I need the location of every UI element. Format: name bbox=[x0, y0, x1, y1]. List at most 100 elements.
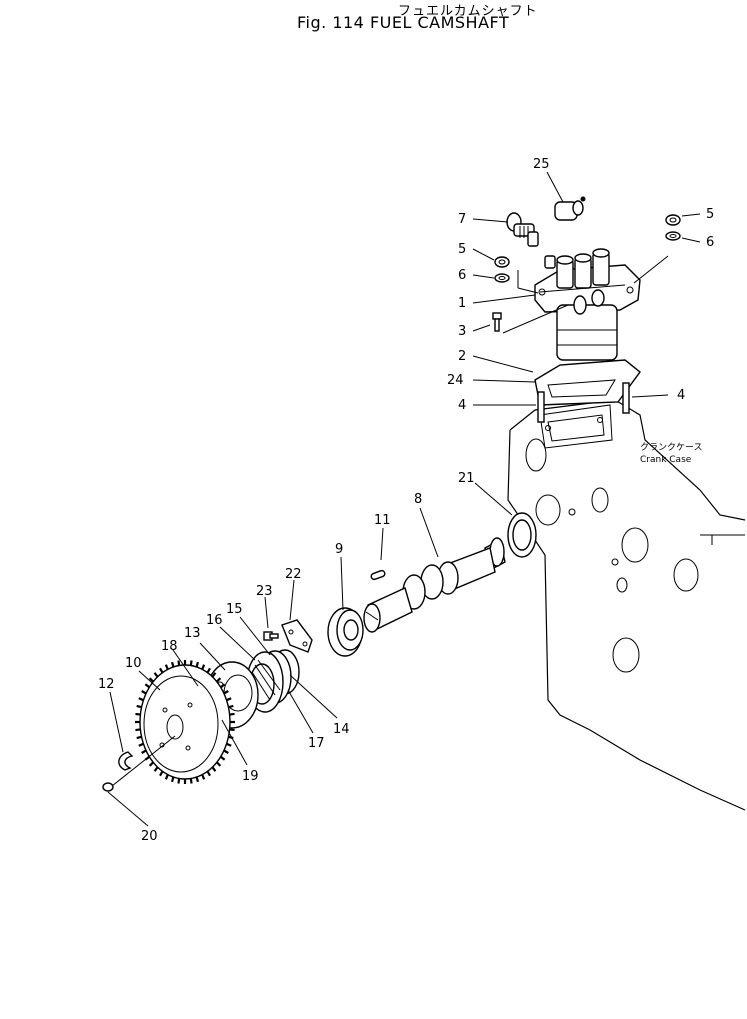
callout-1: 1 bbox=[458, 296, 466, 311]
gear-tooth bbox=[159, 770, 164, 777]
gear-tooth bbox=[195, 776, 200, 783]
leader-lines-upper bbox=[472, 171, 701, 406]
callout-13: 13 bbox=[184, 626, 201, 641]
gear-tooth bbox=[138, 697, 144, 702]
callout-18: 18 bbox=[161, 639, 178, 654]
gear-tooth bbox=[201, 774, 206, 780]
gear-tooth bbox=[216, 761, 222, 767]
gear-tooth bbox=[206, 667, 211, 674]
fitting-25 bbox=[554, 196, 586, 221]
fitting-7 bbox=[506, 212, 539, 247]
callout-20: 20 bbox=[141, 829, 158, 844]
gear-10 bbox=[139, 664, 231, 780]
callout-25: 25 bbox=[533, 157, 550, 172]
callout-24: 24 bbox=[447, 373, 464, 388]
gear-tooth bbox=[148, 677, 154, 683]
spring-coupling bbox=[246, 649, 300, 713]
callout-15: 15 bbox=[226, 602, 243, 617]
plate-22 bbox=[281, 619, 313, 653]
nut-left bbox=[494, 256, 510, 268]
callout-2: 2 bbox=[458, 349, 466, 364]
callout-numbers: 25 7 5 6 1 3 2 24 4 5 6 4 21 8 11 9 22 2… bbox=[98, 157, 714, 844]
gear-tooth bbox=[138, 742, 144, 747]
crank-case-label-jp: クランクケース bbox=[640, 442, 703, 453]
gear-tooth bbox=[220, 683, 226, 689]
callout-9: 9 bbox=[335, 542, 343, 557]
callout-4-right: 4 bbox=[677, 388, 685, 403]
callout-3: 3 bbox=[458, 324, 466, 339]
gear-tooth bbox=[226, 697, 232, 702]
gear-tooth bbox=[220, 755, 226, 761]
gear-tooth bbox=[135, 728, 141, 732]
gear-tooth bbox=[177, 660, 181, 666]
gear-tooth bbox=[226, 742, 232, 747]
washer-left bbox=[494, 273, 510, 283]
gear-tooth bbox=[201, 664, 206, 670]
gear-tooth bbox=[153, 672, 159, 678]
gear-tooth bbox=[136, 704, 142, 709]
callout-16: 16 bbox=[206, 613, 223, 628]
gear-tooth bbox=[136, 735, 142, 740]
gear-tooth bbox=[211, 766, 217, 772]
gear-tooth bbox=[228, 704, 234, 709]
figure-title: Fig. 114 FUEL CAMSHAFT bbox=[297, 13, 510, 32]
stud-bolt-right bbox=[622, 382, 630, 414]
gear-tooth bbox=[211, 672, 217, 678]
gear-tooth bbox=[144, 683, 150, 689]
gear-tooth bbox=[189, 778, 193, 784]
gear-tooth bbox=[153, 766, 159, 772]
gear-tooth bbox=[189, 660, 193, 666]
gear-tooth bbox=[216, 677, 222, 683]
gear-tooth bbox=[141, 749, 147, 754]
key-11 bbox=[370, 569, 386, 581]
washer-right bbox=[665, 231, 681, 241]
circlip-12 bbox=[118, 751, 134, 771]
gear-tooth bbox=[135, 712, 141, 716]
callout-14: 14 bbox=[333, 722, 350, 737]
gear-tooth bbox=[170, 776, 175, 783]
callout-5-right: 5 bbox=[706, 207, 714, 222]
callout-17: 17 bbox=[308, 736, 325, 751]
callout-22: 22 bbox=[285, 567, 302, 582]
callout-5-left: 5 bbox=[458, 242, 466, 257]
leader-lines-lower bbox=[107, 482, 513, 827]
stud-bolt-left bbox=[537, 391, 545, 423]
nut-right bbox=[665, 214, 681, 226]
gear-tooth bbox=[195, 661, 200, 668]
callout-10: 10 bbox=[125, 656, 142, 671]
callout-12: 12 bbox=[98, 677, 115, 692]
gear-tooth bbox=[159, 667, 164, 674]
bearing-21 bbox=[507, 512, 537, 558]
callout-23: 23 bbox=[256, 584, 273, 599]
gear-tooth bbox=[206, 770, 211, 777]
crank-case-label-en: Crank Case bbox=[640, 455, 692, 465]
gear-tooth bbox=[223, 690, 229, 695]
gear-tooth bbox=[229, 712, 235, 716]
callout-21: 21 bbox=[458, 471, 475, 486]
gear-tooth bbox=[228, 735, 234, 740]
callout-4-left: 4 bbox=[458, 398, 466, 413]
figure-title-japanese: フュエルカムシャフト bbox=[398, 4, 538, 19]
gear-tooth bbox=[148, 761, 154, 767]
gear-tooth bbox=[223, 749, 229, 754]
callout-6-right: 6 bbox=[706, 235, 714, 250]
callout-6-left: 6 bbox=[458, 268, 466, 283]
bolt-3 bbox=[492, 312, 502, 332]
callout-11: 11 bbox=[374, 513, 391, 528]
gear-tooth bbox=[177, 778, 181, 784]
callout-7: 7 bbox=[458, 212, 466, 227]
screw-20 bbox=[102, 735, 176, 792]
gear-tooth bbox=[141, 690, 147, 695]
bolt-23 bbox=[263, 631, 279, 641]
callout-8: 8 bbox=[414, 492, 422, 507]
gear-tooth bbox=[164, 664, 169, 670]
injection-pump bbox=[534, 248, 641, 361]
crank-case bbox=[507, 399, 746, 811]
gear-tooth bbox=[170, 661, 175, 668]
gear-tooth bbox=[229, 728, 235, 732]
bearing-9 bbox=[327, 607, 364, 657]
camshaft-8 bbox=[363, 537, 506, 633]
gear-tooth bbox=[164, 774, 169, 780]
callout-19: 19 bbox=[242, 769, 259, 784]
